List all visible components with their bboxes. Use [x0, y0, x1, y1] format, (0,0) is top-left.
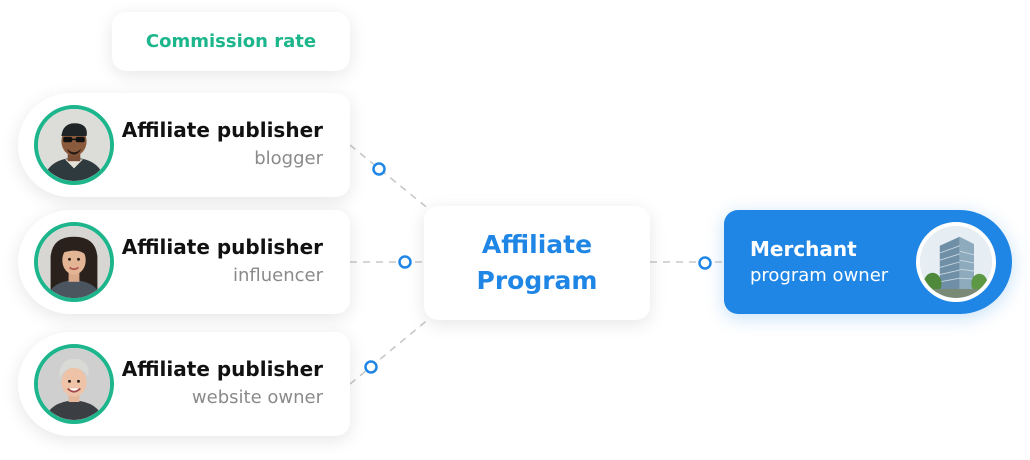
commission-rate-card: Commission rate [112, 12, 350, 71]
connector-dot-website-owner [364, 360, 378, 374]
commission-rate-label: Commission rate [145, 31, 317, 52]
publisher-card-blogger: Affiliate publisher blogger [18, 93, 350, 197]
merchant-card: Merchant program owner [724, 210, 1012, 314]
publisher-role: influencer [232, 265, 323, 286]
connector-blogger [349, 144, 431, 211]
avatar-building [916, 222, 996, 302]
publisher-role: blogger [254, 148, 323, 169]
program-title-line2: Program [476, 266, 598, 295]
publisher-title: Affiliate publisher [121, 118, 323, 142]
connector-website-owner [349, 317, 431, 385]
connector-dot-influencer [398, 255, 412, 269]
connector-dot-blogger [372, 162, 386, 176]
affiliate-program-card: Affiliate Program [424, 206, 650, 320]
merchant-role: program owner [750, 265, 889, 286]
avatar-influencer [34, 222, 114, 302]
avatar-blogger [34, 105, 114, 185]
publisher-card-website-owner: Affiliate publisher website owner [18, 332, 350, 436]
publisher-card-influencer: Affiliate publisher influencer [18, 210, 350, 314]
publisher-title: Affiliate publisher [121, 357, 323, 381]
publisher-title: Affiliate publisher [121, 235, 323, 259]
publisher-role: website owner [191, 387, 323, 408]
connector-dot-merchant [698, 256, 712, 270]
program-title-line1: Affiliate [481, 230, 593, 259]
merchant-title: Merchant [750, 237, 857, 261]
avatar-website-owner [34, 344, 114, 424]
